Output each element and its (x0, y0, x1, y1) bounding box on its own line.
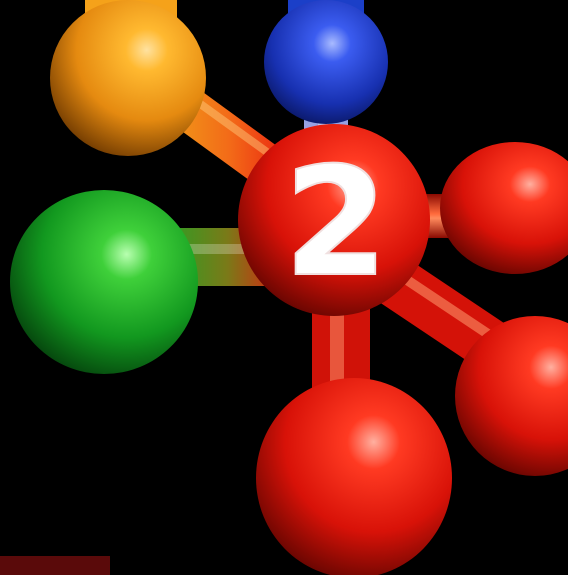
center-number-label: 2 (284, 136, 388, 310)
atom-red-right (440, 142, 568, 274)
atom-red-lower-right (455, 316, 568, 476)
atom-orange (50, 0, 206, 156)
atom-red-bottom (256, 378, 452, 575)
atom-green (10, 190, 198, 374)
atom-blue (264, 0, 388, 124)
atom-red-center (238, 124, 430, 316)
bottom-edge-strip (0, 556, 110, 575)
